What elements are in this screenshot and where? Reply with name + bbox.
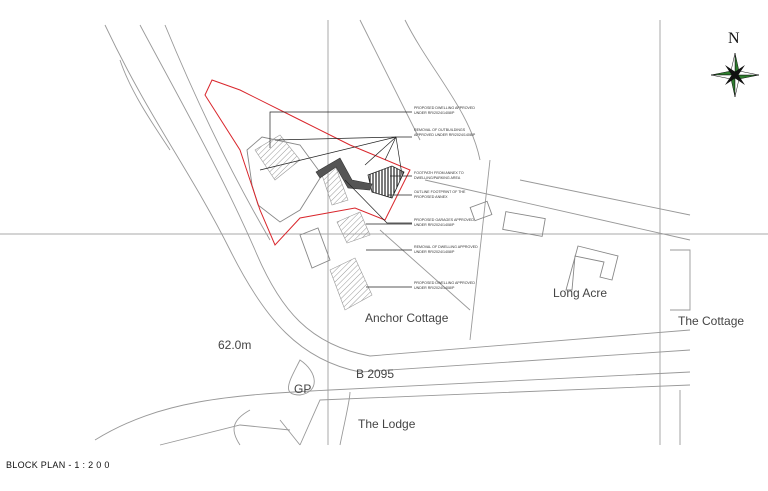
annotation-proposed-garages: Proposed garages approved under RR/2024/… xyxy=(414,218,474,227)
annotation-removal-outbuildings: Removal of outbuildings approved under R… xyxy=(414,128,476,137)
label-anchor-cottage: Anchor Cottage xyxy=(365,311,449,325)
plan-title: BLOCK PLAN - 1 : 2 0 0 xyxy=(6,460,110,470)
annotation-annex-outline: Outline footprint of the proposed annex xyxy=(414,190,466,199)
proposed-annex xyxy=(367,165,405,199)
label-gp: GP xyxy=(294,382,312,396)
label-long-acre: Long Acre xyxy=(553,286,608,300)
site-boundary xyxy=(204,79,411,246)
north-label: N xyxy=(728,30,740,47)
footpath xyxy=(315,157,373,191)
annotation-removal-dwelling: Removal of dwelling approved under RR/20… xyxy=(414,245,478,254)
annotation-proposed-dwelling-2: Proposed dwelling approved under RR/2024… xyxy=(414,281,475,290)
label-spot-height: 62.0m xyxy=(218,338,252,352)
annotation-footpath: Footpath from annex to dwelling/parking … xyxy=(414,171,464,180)
leader-lines xyxy=(259,111,412,288)
grid-lines xyxy=(0,20,768,445)
annotation-proposed-dwelling-1: Proposed dwelling approved under RR/2024… xyxy=(414,106,475,115)
label-the-lodge: The Lodge xyxy=(358,417,416,431)
compass-rose-icon xyxy=(710,52,760,98)
label-road: B 2095 xyxy=(356,367,395,381)
map-lines xyxy=(94,19,691,446)
label-the-cottage: The Cottage xyxy=(678,314,745,328)
hatched-buildings xyxy=(254,134,373,311)
